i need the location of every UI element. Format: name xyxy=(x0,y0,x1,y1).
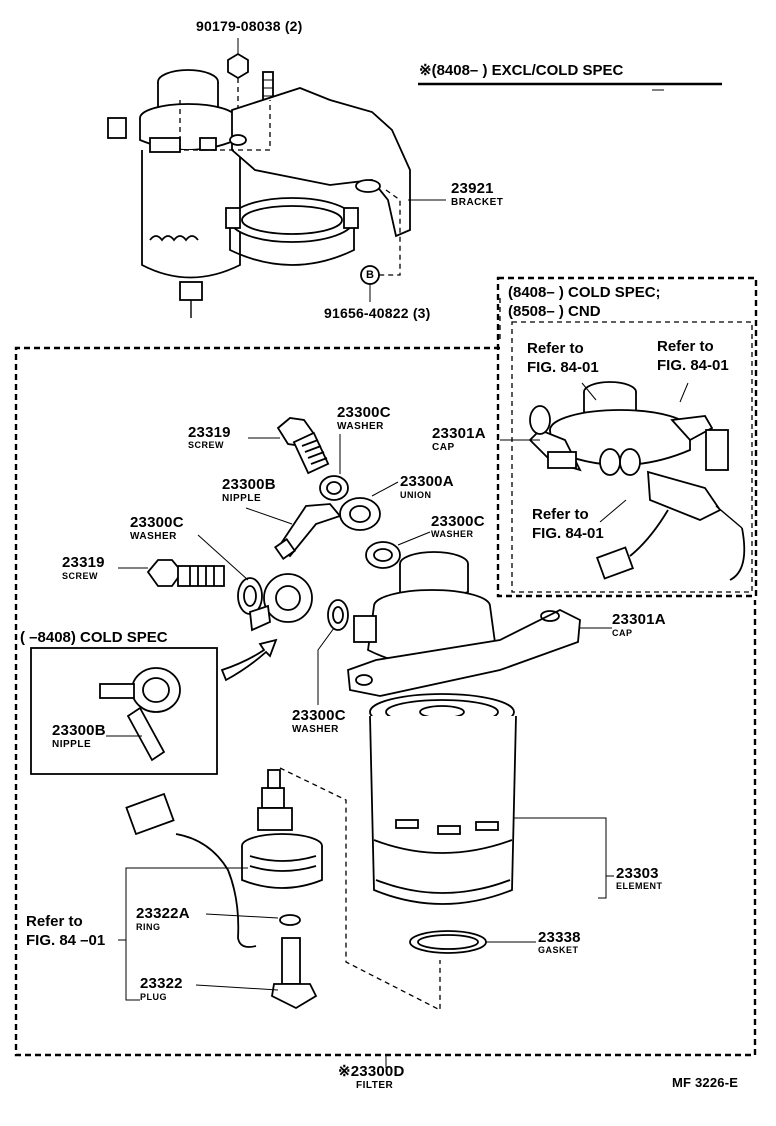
note-cold-spec-line1: (8408– ) COLD SPEC; xyxy=(508,284,661,301)
label-washer-right-name: WASHER xyxy=(431,529,474,539)
sensor-drawing xyxy=(125,769,323,1010)
nipple-inset-drawing xyxy=(99,667,181,762)
ref-2-line1: Refer to xyxy=(657,338,714,355)
cold-spec-cap xyxy=(528,381,746,581)
ref-4-line2: FIG. 84 –01 xyxy=(26,931,106,949)
label-ring-number: 23322A xyxy=(136,905,190,922)
ref-3-line1: Refer to xyxy=(532,506,589,523)
screw-top-drawing xyxy=(276,417,330,475)
ref-1: Refer to FIG. 84-01 xyxy=(527,340,599,378)
banjo-drawing xyxy=(249,573,313,632)
label-screw-top-number: 23319 xyxy=(188,424,231,441)
label-cap-ref-number: 23301A xyxy=(432,425,486,442)
washer-bottom-drawing xyxy=(327,599,349,631)
label-washer-left-name: WASHER xyxy=(130,531,177,542)
label-element-number: 23303 xyxy=(616,865,659,882)
inset-arrow xyxy=(220,638,278,682)
label-plug-number: 23322 xyxy=(140,975,183,992)
label-washer-right-number: 23300C xyxy=(431,513,485,530)
label-washer-top-number: 23300C xyxy=(337,404,391,421)
filter-kit-boundary xyxy=(14,346,757,1057)
screw-left-drawing xyxy=(146,559,225,587)
ref-4: Refer to FIG. 84 –01 xyxy=(26,913,105,951)
label-union-name: UNION xyxy=(400,490,432,500)
cold-spec-inset-box xyxy=(30,647,218,775)
union-drawing xyxy=(339,497,381,531)
label-nipple-main-name: NIPPLE xyxy=(222,493,262,504)
label-washer-top-name: WASHER xyxy=(337,421,384,432)
label-nipple-inset-number: 23300B xyxy=(52,722,106,739)
ref-3-line2: FIG. 84-01 xyxy=(532,524,604,542)
label-gasket-name: GASKET xyxy=(538,945,579,955)
label-bracket-number: 23921 xyxy=(451,180,494,197)
label-cap-ref-name: CAP xyxy=(432,442,455,453)
label-nipple-inset-name: NIPPLE xyxy=(52,739,92,750)
label-nut-number: 90179-08038 (2) xyxy=(196,18,303,34)
washer-right-drawing xyxy=(365,541,401,569)
label-gasket-number: 23338 xyxy=(538,929,581,946)
ref-3: Refer to FIG. 84-01 xyxy=(532,506,604,544)
label-cap-name: CAP xyxy=(612,628,633,638)
label-washer-bottom-name: WASHER xyxy=(292,724,339,735)
label-element-name: ELEMENT xyxy=(616,881,663,891)
note-excl-cold-spec: ※(8408– ) EXCL/COLD SPEC xyxy=(419,62,624,79)
note-cold-spec-line2: (8508– ) CND xyxy=(508,303,601,320)
label-washer-bottom-number: 23300C xyxy=(292,707,346,724)
label-cap-number: 23301A xyxy=(612,611,666,628)
label-plug-name: PLUG xyxy=(140,992,168,1002)
label-bracket-name: BRACKET xyxy=(451,197,504,208)
washer-top-drawing xyxy=(319,475,349,501)
label-filter-number: ※23300D xyxy=(338,1063,405,1080)
bolt-marker: B xyxy=(366,269,375,281)
label-ring-name: RING xyxy=(136,922,161,932)
label-nipple-main-number: 23300B xyxy=(222,476,276,493)
nipple-main-drawing xyxy=(273,503,342,561)
footer-code: MF 3226-E xyxy=(672,1075,739,1090)
label-screw-top-name: SCREW xyxy=(188,440,224,450)
note-cold-spec-inset: ( –8408) COLD SPEC xyxy=(20,629,168,646)
label-filter-name: FILTER xyxy=(356,1080,394,1091)
ref-4-line1: Refer to xyxy=(26,913,83,930)
label-union-number: 23300A xyxy=(400,473,454,490)
cold-spec-box xyxy=(496,276,758,598)
label-screw-left-name: SCREW xyxy=(62,571,98,581)
ref-1-line2: FIG. 84-01 xyxy=(527,358,599,376)
label-screw-left-number: 23319 xyxy=(62,554,105,571)
ref-2: Refer to FIG. 84-01 xyxy=(657,338,729,376)
top-filter-assembly xyxy=(107,38,411,318)
cap-drawing xyxy=(347,551,581,697)
ref-1-line1: Refer to xyxy=(527,340,584,357)
ref-2-line2: FIG. 84-01 xyxy=(657,356,729,374)
label-bolt-number: 91656-40822 (3) xyxy=(324,305,431,321)
element-drawing xyxy=(369,693,517,905)
label-washer-left-number: 23300C xyxy=(130,514,184,531)
